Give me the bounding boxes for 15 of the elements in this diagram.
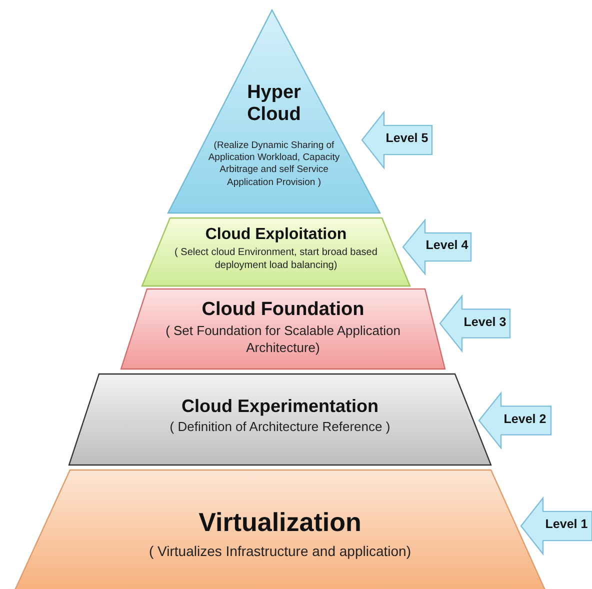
level-title: Cloud Experimentation [181, 396, 378, 417]
level-description: ( Select cloud Environment, start broad based deployment load balancing) [174, 246, 378, 272]
level-label: Level 5 [386, 131, 428, 145]
level-description: (Realize Dynamic Sharing of Application Workload, Capacity Arbitrage and self Service Application Provision ) [207, 140, 341, 190]
level-label: Level 1 [545, 517, 588, 531]
level-title: Hyper Cloud [246, 82, 302, 126]
level-description: ( Definition of Architecture Reference ) [170, 418, 390, 436]
level-label: Level 3 [464, 314, 506, 328]
level-title: Cloud Foundation [202, 299, 364, 321]
level-label: Level 2 [504, 412, 546, 426]
level-title: Virtualization [198, 508, 362, 538]
level-description: ( Set Foundation for Scalable Application Architecture) [164, 322, 402, 357]
level-title: Cloud Exploitation [205, 226, 347, 244]
level-label: Level 4 [426, 238, 468, 252]
level-description: ( Virtualizes Infrastructure and application) [149, 542, 411, 560]
